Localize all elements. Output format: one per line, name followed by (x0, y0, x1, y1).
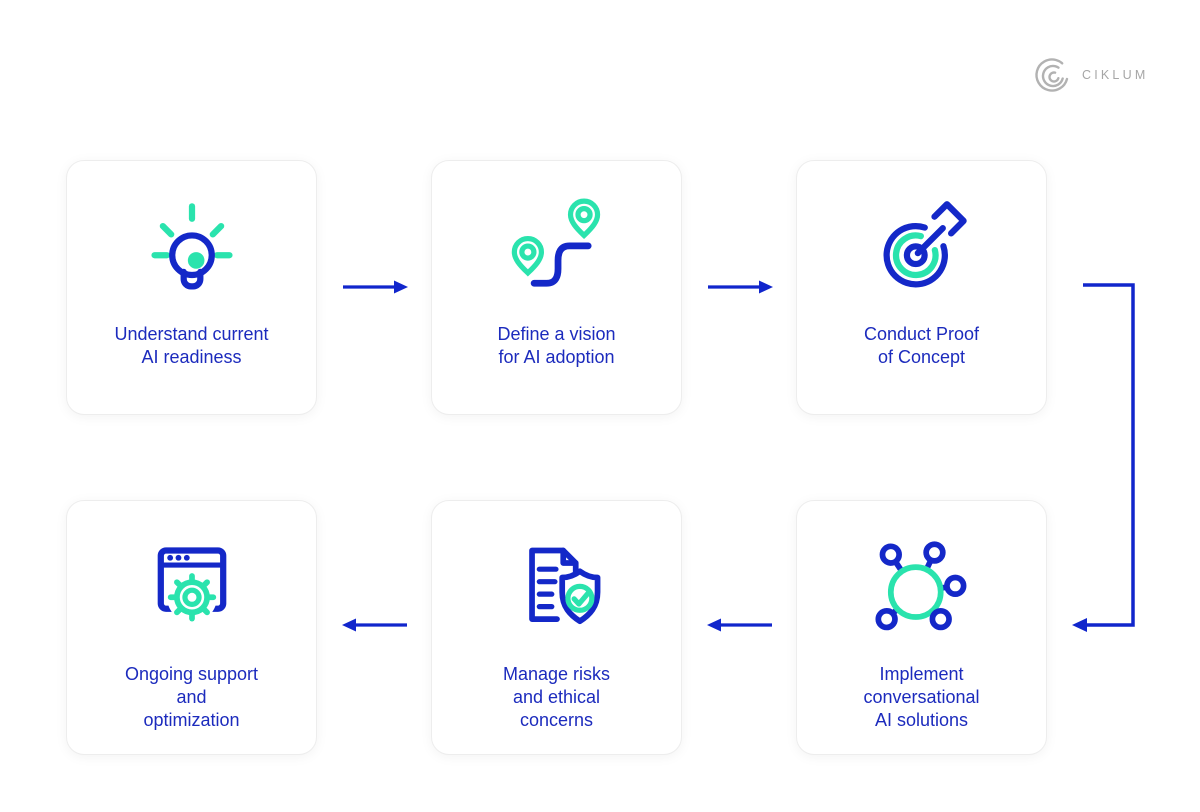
ciklum-logo: CIKLUM (1033, 55, 1148, 95)
step-label: Implement conversational AI solutions (863, 664, 980, 730)
lightbulb-icon (140, 191, 244, 309)
arrow-left-step4-step5-icon (707, 618, 772, 632)
journey-path-icon (505, 191, 609, 309)
ciklum-logo-text: CIKLUM (1082, 68, 1149, 82)
connector-arrow-step3-step4-icon (1072, 283, 1135, 632)
step-label: Define a vision for AI adoption (497, 324, 616, 367)
target-dart-icon (870, 191, 974, 309)
ciklum-arcs-icon (1035, 58, 1069, 92)
step-card-ongoing-support: Ongoing support and optimization (66, 500, 317, 755)
step-label: Understand current AI readiness (114, 324, 269, 367)
arrow-right-step2-step3-icon (708, 280, 773, 294)
step-card-define-vision: Define a vision for AI adoption (431, 160, 682, 415)
step-card-proof-of-concept: Conduct Proof of Concept (796, 160, 1047, 415)
step-card-manage-risks: Manage risks and ethical concerns (431, 500, 682, 755)
step-label: Ongoing support and optimization (124, 664, 259, 730)
arrow-left-step5-step6-icon (342, 618, 407, 632)
browser-gear-icon (140, 531, 244, 649)
step-label: Manage risks and ethical concerns (502, 664, 611, 730)
network-nodes-icon (870, 531, 974, 649)
step-label: Conduct Proof of Concept (863, 324, 980, 367)
arrow-right-step1-step2-icon (343, 280, 408, 294)
document-shield-icon (505, 531, 609, 649)
step-card-implement-ai: Implement conversational AI solutions (796, 500, 1047, 755)
step-card-understand-ai-readiness: Understand current AI readiness (66, 160, 317, 415)
